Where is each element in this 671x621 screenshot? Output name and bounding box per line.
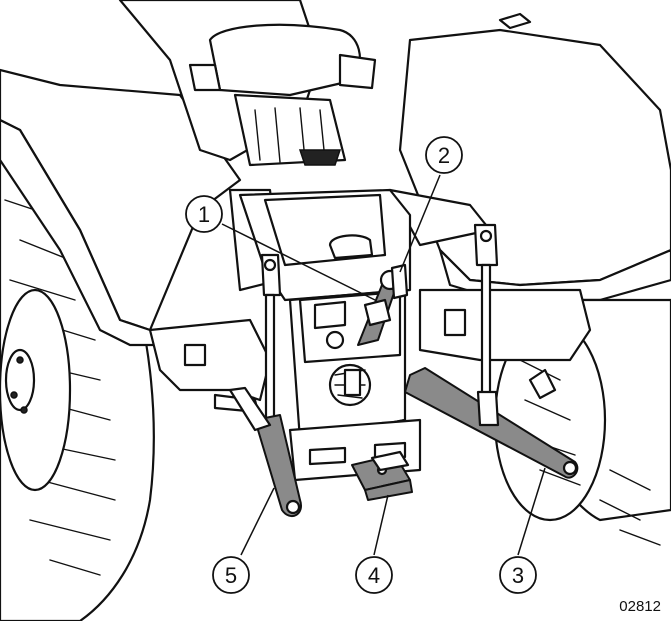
callout-2-label: 2 [438, 143, 450, 168]
callout-3: 3 [499, 556, 537, 594]
callout-4-label: 4 [368, 563, 380, 588]
left-lower-link [213, 386, 302, 518]
right-lower-link [404, 367, 579, 479]
callout-5: 5 [212, 556, 250, 594]
callout-2: 2 [425, 136, 463, 174]
callout-5-label: 5 [225, 563, 237, 588]
right-lift-rod [473, 223, 499, 397]
callout-1-label: 1 [198, 202, 210, 227]
callout-4: 4 [355, 556, 393, 594]
callout-1: 1 [185, 195, 223, 233]
callout-leaders [221, 174, 546, 556]
top-link [357, 263, 409, 346]
operator-seat [118, 0, 377, 167]
left-lift-rod [260, 253, 282, 422]
callout-3-label: 3 [512, 563, 524, 588]
figure-id: 02812 [619, 598, 661, 615]
drawbar [351, 450, 413, 501]
